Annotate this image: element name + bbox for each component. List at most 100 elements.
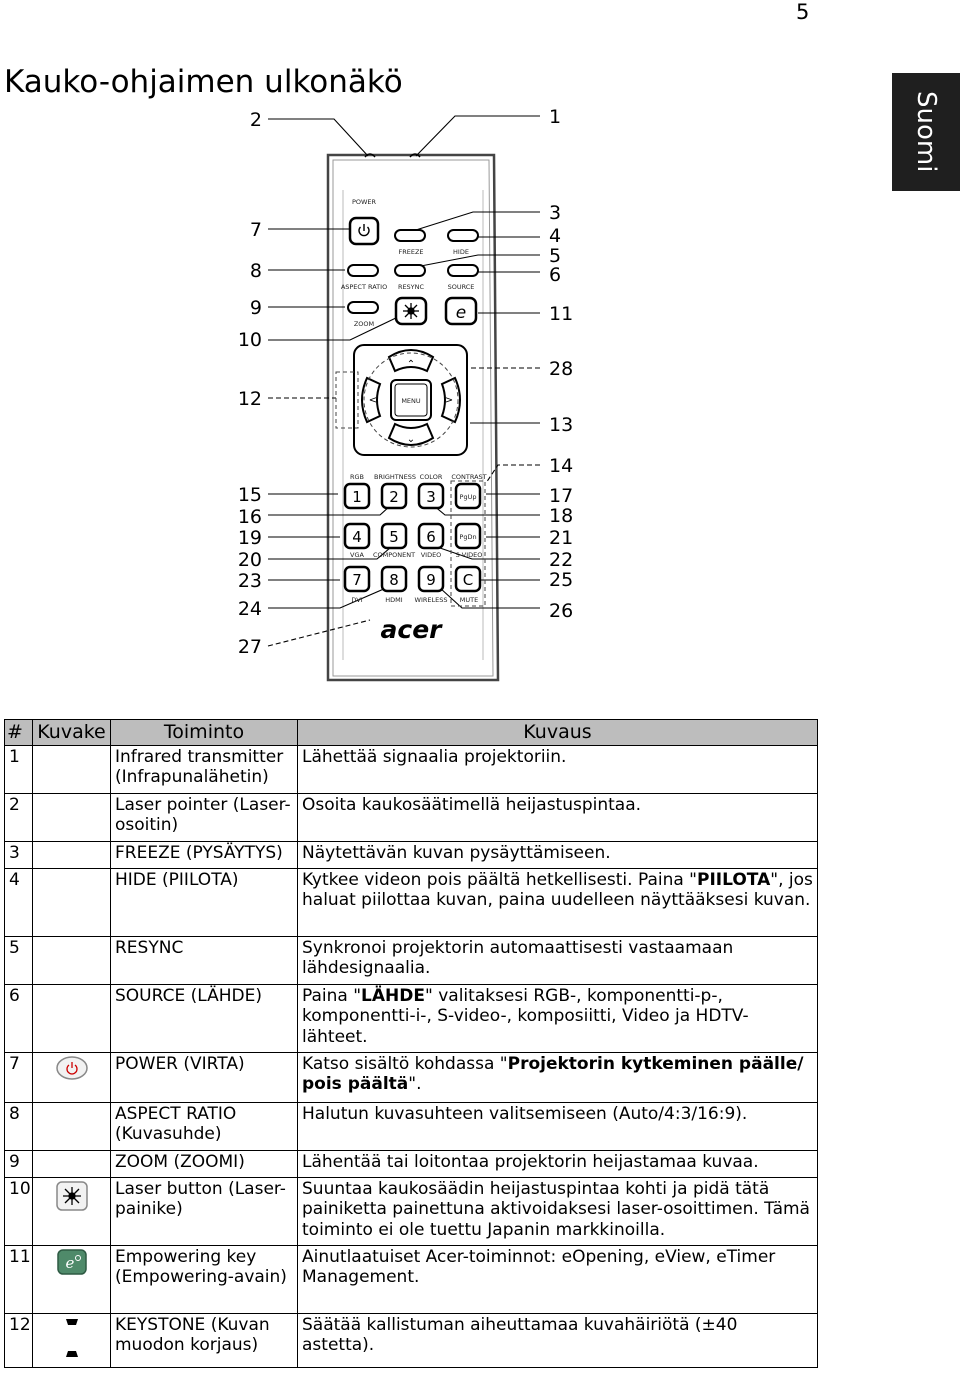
callout: 4 [549,225,561,247]
row-number: 8 [4,1101,33,1151]
key-3-label: 3 [426,488,436,506]
key-6-label: 6 [426,528,436,546]
callout: 23 [238,570,262,592]
row-number: 5 [4,935,33,985]
row-icon [32,1149,111,1178]
page-number: 5 [796,0,810,24]
brightness-label: BRIGHTNESS [374,473,416,481]
callout: 20 [238,549,262,571]
desc-text: ". [408,1074,422,1094]
row-icon [32,1051,111,1103]
table-row: 8 ASPECT RATIO (Kuvasuhde) Halutun kuvas… [4,1101,818,1151]
row-number: 1 [4,744,33,794]
callout: 14 [549,455,573,477]
component-label: COMPONENT [373,551,415,559]
freeze-button[interactable] [394,229,426,242]
keypad: 1 2 3 PgUp 4 5 6 PgDn VGA COMPONENT VIDE… [343,482,483,604]
callout: 12 [238,388,262,410]
row-number: 7 [4,1051,33,1103]
row-icon [32,1101,111,1151]
source-button[interactable] [447,264,479,277]
acer-logo: acer [381,615,444,644]
color-label: COLOR [420,473,443,481]
callouts-right: 1 3 4 5 6 11 28 13 14 17 18 21 22 25 26 [549,106,573,622]
power-icon [358,224,370,237]
row-number: 4 [4,867,33,937]
header-description: Kuvaus [297,719,818,746]
key-1[interactable]: 1 [343,482,371,510]
key-2[interactable]: 2 [380,482,408,510]
power-icon [55,1055,88,1080]
row-description: Halutun kuvasuhteen valitsemiseen (Auto/… [297,1101,818,1151]
table-row: 2 Laser pointer (Laser-osoitin) Osoita k… [4,792,818,842]
header-number: # [4,719,33,746]
pgdn-key[interactable]: PgDn [454,522,482,550]
keystone-icon [65,1318,78,1357]
video-label: VIDEO [421,551,442,559]
row-number: 3 [4,840,33,869]
aspect-ratio-label: ASPECT RATIO [341,283,387,291]
keystone-up-button[interactable] [387,349,435,373]
row-icon [32,1312,111,1368]
keystone-region-marker [335,371,359,429]
hide-label: HIDE [453,248,469,256]
callout: 2 [250,109,262,131]
callout: 9 [250,297,262,319]
key-6[interactable]: 6 [417,522,445,550]
callout: 19 [238,527,262,549]
desc-text: " valitaksesi RGB-, komponentti-p-, komp… [302,985,749,1047]
empowering-button[interactable]: e [444,296,478,326]
callout: 18 [549,505,573,527]
table-row: 9 ZOOM (ZOOMI) Lähentää tai loitontaa pr… [4,1149,818,1178]
table-row: 4 HIDE (PIILOTA) Kytkee videon pois pääl… [4,867,818,937]
mute-label: MUTE [460,596,478,604]
callout: 25 [549,569,573,591]
row-icon [32,867,111,937]
desc-emphasis: PIILOTA [697,869,771,890]
callout: 7 [250,219,262,241]
left-arrow-icon: < [369,395,377,406]
key-8[interactable]: 8 [380,565,408,593]
table-row: 5 RESYNC Synkronoi projektorin automaatt… [4,935,818,985]
callout: 17 [549,485,573,507]
emitter-marks [364,153,421,158]
row-description: Osoita kaukosäätimellä heijastuspintaa. [297,792,818,842]
callout: 22 [549,549,573,571]
row-description: Katso sisältö kohdassa "Projektorin kytk… [297,1051,818,1103]
header-icon: Kuvake [32,719,111,746]
row-function: ZOOM (ZOOMI) [110,1149,298,1178]
power-button[interactable] [348,216,380,246]
key-9-label: 9 [426,571,436,589]
zoom-button[interactable] [347,301,379,314]
row-description: Lähentää tai loitontaa projektorin heija… [297,1149,818,1178]
row-icon [32,840,111,869]
key-7-label: 7 [352,571,362,589]
key-4[interactable]: 4 [343,522,371,550]
aspect-ratio-button[interactable] [347,264,379,277]
nav-region-marker [363,352,459,448]
row-description: Ainutlaatuiset Acer-toiminnot: eOpening,… [297,1244,818,1314]
row-number: 6 [4,983,33,1053]
key-5[interactable]: 5 [380,522,408,550]
nav-right-button[interactable] [440,376,461,424]
row-icon [32,1176,111,1246]
pgup-key[interactable]: PgUp [454,482,482,510]
keystone-down-button[interactable] [387,422,435,446]
pgup-label: PgUp [460,493,477,501]
contrast-label: CONTRAST [451,473,486,481]
callout: 3 [549,202,561,224]
hide-button[interactable] [447,229,479,242]
callout: 11 [549,303,573,325]
key-7[interactable]: 7 [343,565,371,593]
key-3[interactable]: 3 [417,482,445,510]
key-9[interactable]: 9 [417,565,445,593]
row-description: Synkronoi projektorin automaattisesti va… [297,935,818,985]
svideo-label: S-VIDEO [456,551,483,559]
menu-button[interactable]: MENU [390,379,432,421]
nav-left-button[interactable] [361,376,382,424]
key-c[interactable]: C [454,565,482,593]
laser-button[interactable] [394,296,428,326]
resync-button[interactable] [394,264,426,277]
callout: 16 [238,506,262,528]
row-function: Laser pointer (Laser-osoitin) [110,792,298,842]
